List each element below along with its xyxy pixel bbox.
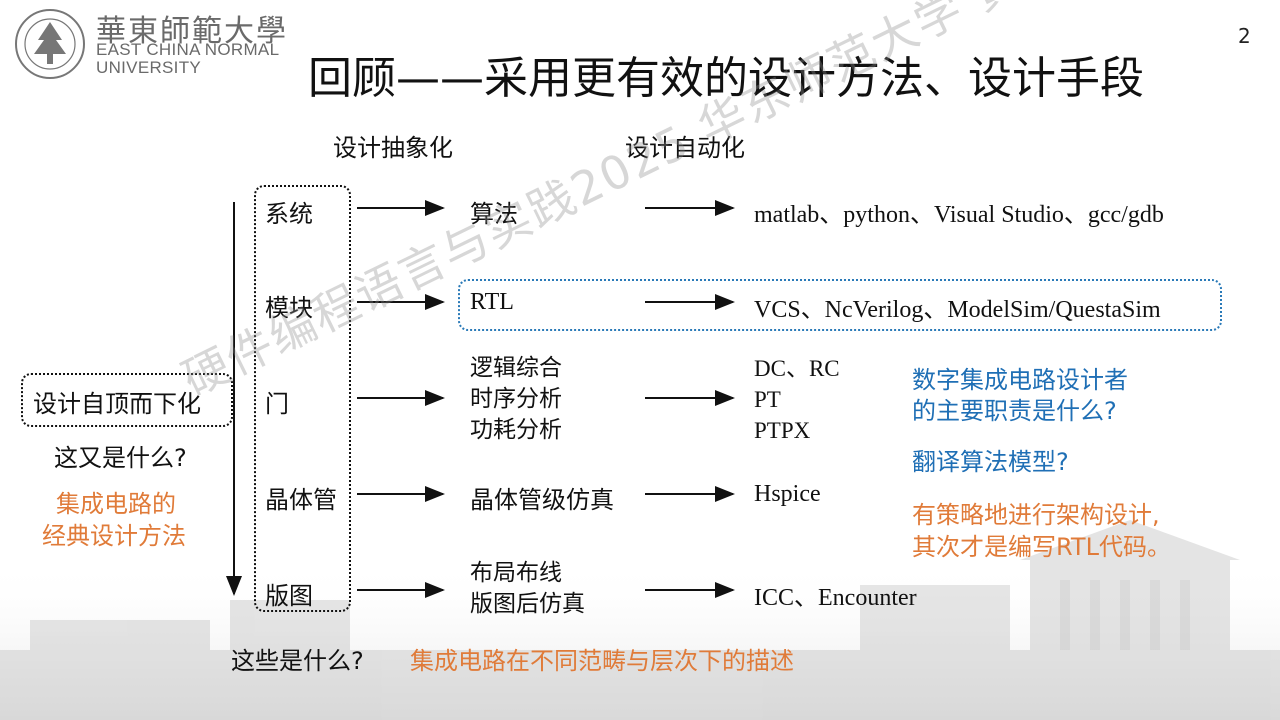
right-answer-line1: 有策略地进行架构设计, — [912, 495, 1160, 530]
bottom-answer: 集成电路在不同范畴与层次下的描述 — [410, 641, 794, 676]
tools-system: matlab、python、Visual Studio、gcc/gdb — [754, 194, 1164, 229]
tools-layout: ICC、Encounter — [754, 577, 917, 612]
level-gate: 门 — [265, 384, 289, 419]
bottom-question: 这些是什么? — [231, 641, 364, 676]
tools-gate-synthesis: DC、RC — [754, 353, 840, 384]
method-logic-synthesis: 逻辑综合 — [470, 353, 562, 384]
method-post-layout-sim: 版图后仿真 — [470, 589, 585, 620]
level-system: 系统 — [265, 194, 313, 229]
right-answer-line2: 其次才是编写RTL代码。 — [912, 527, 1171, 562]
left-question: 这又是什么? — [54, 438, 187, 473]
top-down-label: 设计自顶而下化 — [33, 384, 201, 419]
tools-transistor: Hspice — [754, 481, 821, 508]
left-answer-line1: 集成电路的 — [56, 484, 176, 519]
right-question2: 翻译算法模型? — [912, 442, 1069, 477]
right-question-line1: 数字集成电路设计者 — [912, 360, 1128, 395]
method-rtl: RTL — [470, 289, 514, 316]
method-timing-analysis: 时序分析 — [470, 384, 562, 415]
right-question-line2: 的主要职责是什么? — [912, 391, 1117, 426]
left-answer-line2: 经典设计方法 — [42, 516, 186, 551]
method-place-route: 布局布线 — [470, 558, 562, 589]
level-transistor: 晶体管 — [265, 480, 337, 515]
method-power-analysis: 功耗分析 — [470, 415, 562, 446]
tools-gate-timing: PT — [754, 384, 781, 415]
method-transistor-sim: 晶体管级仿真 — [470, 480, 614, 515]
level-layout: 版图 — [265, 576, 313, 611]
tools-module: VCS、NcVerilog、ModelSim/QuestaSim — [754, 289, 1161, 324]
tools-gate-power: PTPX — [754, 415, 810, 446]
